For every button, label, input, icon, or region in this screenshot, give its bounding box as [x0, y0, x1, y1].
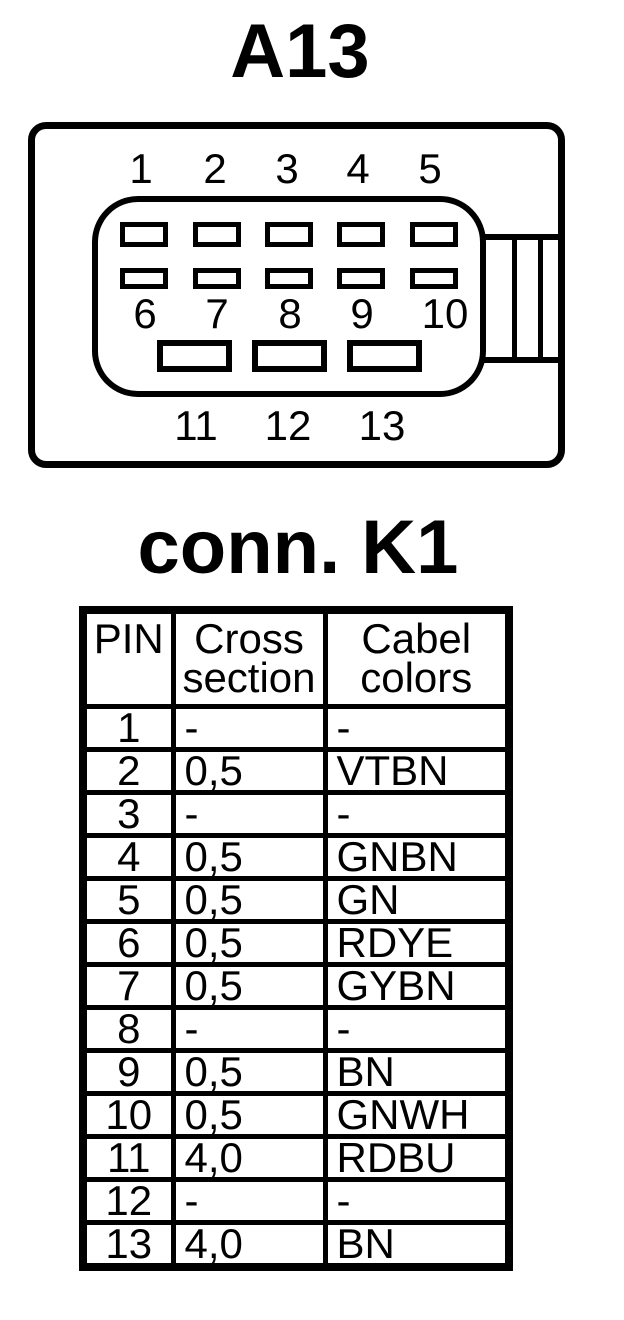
- pin-number-cell: 8: [80, 1004, 176, 1053]
- pin-slot-8: [265, 268, 313, 289]
- cross-section-cell: 0,5: [170, 1090, 328, 1139]
- latch-divider-line: [538, 240, 543, 357]
- pin-slot-12: [252, 340, 327, 372]
- table-row: 1--: [80, 703, 512, 752]
- pin-number-cell: 4: [80, 832, 176, 881]
- pin-slot-4: [337, 222, 385, 247]
- pin-number-cell: 11: [80, 1133, 176, 1182]
- pin-slot-2: [193, 222, 241, 247]
- pin-label-2: 2: [203, 145, 227, 192]
- header-pin: PIN: [80, 607, 176, 709]
- pin-number-cell: 2: [80, 746, 176, 795]
- pin-number-cell: 5: [80, 875, 176, 924]
- pin-number-cell: 3: [80, 789, 176, 838]
- pin-slot-10: [410, 268, 458, 289]
- header-cross-section: Cross section: [170, 607, 328, 709]
- pin-label-12: 12: [264, 402, 312, 449]
- cable-color-cell: RDYE: [322, 918, 512, 967]
- header-row: PIN Cross section Cabel colors: [80, 607, 512, 709]
- pin-slot-7: [193, 268, 241, 289]
- pin-label-3: 3: [275, 145, 299, 192]
- cross-section-cell: -: [170, 703, 328, 752]
- pin-slot-9: [337, 268, 385, 289]
- pin-table-head: PIN Cross section Cabel colors: [80, 607, 512, 709]
- cross-section-cell: 4,0: [170, 1219, 328, 1269]
- pin-number-cell: 6: [80, 918, 176, 967]
- pin-number-cell: 10: [80, 1090, 176, 1139]
- pin-slot-13: [347, 340, 422, 372]
- cable-color-cell: GNWH: [322, 1090, 512, 1139]
- connector-title: A13: [230, 9, 370, 94]
- cable-color-cell: RDBU: [322, 1133, 512, 1182]
- pin-slot-5: [410, 222, 458, 247]
- connector-latch: [480, 234, 565, 363]
- pin-label-9: 9: [350, 290, 374, 337]
- pin-label-6: 6: [133, 290, 157, 337]
- table-row: 12--: [80, 1176, 512, 1225]
- table-row: 8--: [80, 1004, 512, 1053]
- cable-color-cell: GNBN: [322, 832, 512, 881]
- pin-slot-11: [157, 340, 232, 372]
- pin-label-13: 13: [358, 402, 406, 449]
- cable-color-cell: -: [322, 789, 512, 838]
- cable-color-cell: GN: [322, 875, 512, 924]
- pin-slot-6: [120, 268, 168, 289]
- pin-label-1: 1: [129, 145, 153, 192]
- cross-section-cell: 0,5: [170, 832, 328, 881]
- cross-section-cell: 0,5: [170, 875, 328, 924]
- cable-color-cell: -: [322, 1004, 512, 1053]
- cable-color-cell: -: [322, 1176, 512, 1225]
- cable-color-cell: VTBN: [322, 746, 512, 795]
- pin-label-10: 10: [421, 290, 469, 337]
- pin-label-5: 5: [418, 145, 442, 192]
- pin-label-11: 11: [174, 402, 218, 449]
- table-row: 3--: [80, 789, 512, 838]
- cross-section-cell: 0,5: [170, 1047, 328, 1096]
- cable-color-cell: GYBN: [322, 961, 512, 1010]
- pin-number-cell: 12: [80, 1176, 176, 1225]
- cable-color-cell: -: [322, 703, 512, 752]
- header-cable-colors: Cabel colors: [322, 607, 512, 709]
- cross-section-cell: -: [170, 789, 328, 838]
- cross-section-cell: 0,5: [170, 918, 328, 967]
- pin-number-cell: 9: [80, 1047, 176, 1096]
- cross-section-cell: 0,5: [170, 746, 328, 795]
- pin-number-cell: 13: [80, 1219, 176, 1269]
- pin-label-7: 7: [205, 290, 229, 337]
- cable-color-cell: BN: [322, 1047, 512, 1096]
- pin-number-cell: 7: [80, 961, 176, 1010]
- latch-divider-line: [512, 240, 517, 357]
- pin-number-cell: 1: [80, 703, 176, 752]
- table-title: conn. K1: [137, 505, 459, 590]
- pin-slot-3: [265, 222, 313, 247]
- cross-section-cell: 0,5: [170, 961, 328, 1010]
- pin-label-8: 8: [278, 290, 302, 337]
- pin-slot-1: [120, 222, 168, 247]
- cross-section-cell: 4,0: [170, 1133, 328, 1182]
- cross-section-cell: -: [170, 1176, 328, 1225]
- cross-section-cell: -: [170, 1004, 328, 1053]
- cable-color-cell: BN: [322, 1219, 512, 1269]
- pin-label-4: 4: [346, 145, 370, 192]
